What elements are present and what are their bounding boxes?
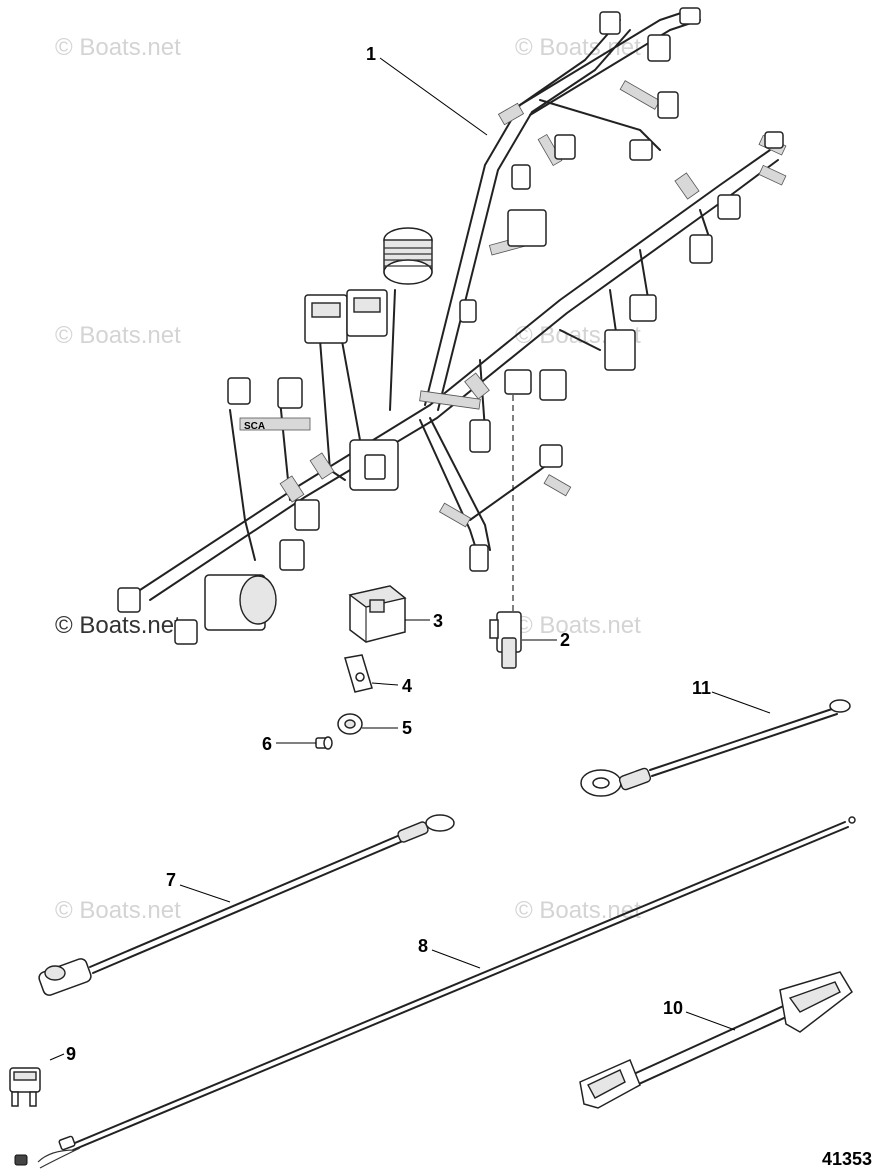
leader-lines: [49, 57, 771, 1061]
callout-7: 7: [166, 870, 176, 890]
callouts: 1 2 3 4 5 6 7 8 9 10 11: [66, 44, 711, 1064]
adapter-harness-part-10: [579, 971, 853, 1109]
callout-10: 10: [663, 998, 683, 1018]
watermark: © Boats.net: [515, 34, 641, 61]
callout-4: 4: [402, 676, 412, 696]
callout-8: 8: [418, 936, 428, 956]
callout-11: 11: [692, 678, 711, 698]
ground-cable-part-7: [38, 814, 455, 996]
connector-part-2: [489, 395, 522, 669]
ring-terminal-cable-part-11: [580, 699, 851, 797]
callout-1: 1: [366, 44, 376, 64]
harness-label-tag: [239, 417, 311, 431]
callout-5: 5: [402, 718, 412, 738]
watermark: © Boats.net: [55, 34, 181, 61]
clip-part-4: [344, 654, 373, 693]
wiring-harness-drawing: SCA: [117, 7, 787, 645]
fuse-part-9: [9, 1067, 41, 1107]
round-connector: [383, 227, 433, 285]
callout-2: 2: [560, 630, 570, 650]
watermarks: © Boats.net © Boats.net © Boats.net © Bo…: [55, 34, 641, 924]
screw-part-6: [315, 736, 333, 750]
callout-6: 6: [262, 734, 272, 754]
watermark: © Boats.net: [55, 322, 181, 349]
harness-label: SCA: [244, 421, 265, 432]
watermark: © Boats.net: [515, 897, 641, 924]
watermark: © Boats.net: [55, 897, 181, 924]
callout-9: 9: [66, 1044, 76, 1064]
watermark: © Boats.net: [515, 612, 641, 639]
relay-part-3: [348, 585, 407, 643]
diagram-number: 41353: [822, 1149, 872, 1169]
grommet-part-5: [337, 713, 363, 735]
ecm-connector: [304, 289, 388, 344]
watermark: © Boats.net: [55, 612, 181, 639]
sensor-connectors: [117, 7, 784, 645]
callout-3: 3: [433, 611, 443, 631]
sensor-lead-part-8: [14, 816, 856, 1169]
